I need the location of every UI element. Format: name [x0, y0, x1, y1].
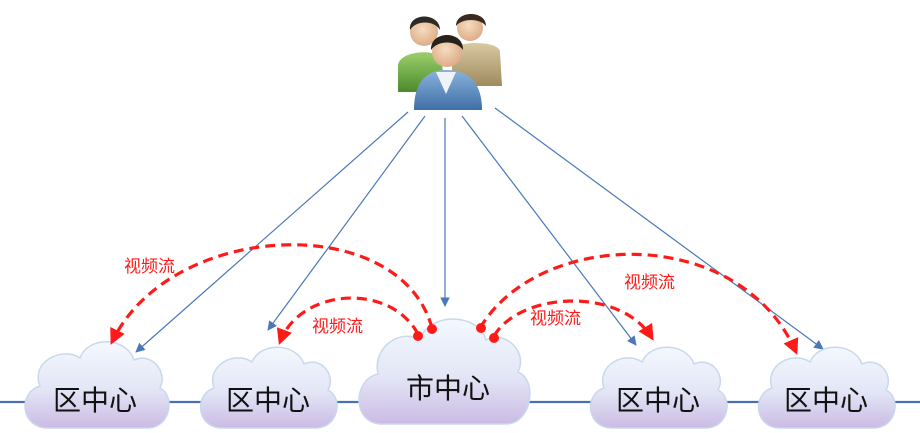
cloud-city[interactable]: 市中心 — [358, 318, 531, 425]
stream-arc-right-inner — [492, 299, 654, 341]
cloud-district-1[interactable]: 区中心 — [24, 341, 170, 429]
stream-arc-left-outer — [110, 243, 434, 345]
stream-label-right-outer: 视频流 — [624, 273, 675, 293]
request-arrow-district-2 — [267, 115, 426, 331]
stream-label-right-inner: 视频流 — [530, 309, 581, 329]
video-stream-arcs — [110, 243, 799, 355]
cloud-label-city: 市中心 — [406, 372, 490, 405]
stream-origin-dot — [489, 333, 499, 343]
cloud-district-4[interactable]: 区中心 — [757, 346, 896, 429]
stream-arc-left-inner — [276, 296, 420, 345]
cloud-label-district-1: 区中心 — [53, 384, 137, 417]
cloud-label-district-2: 区中心 — [226, 384, 310, 417]
request-arrow-district-3 — [461, 115, 637, 346]
cloud-label-district-3: 区中心 — [616, 384, 700, 417]
stream-origin-dot — [413, 331, 423, 341]
cloud-district-3[interactable]: 区中心 — [589, 346, 728, 429]
stream-origin-dots — [413, 323, 499, 343]
request-arrows — [135, 107, 824, 353]
stream-origin-dot — [476, 323, 486, 333]
stream-label-left-outer: 视频流 — [124, 257, 175, 277]
stream-label-left-inner: 视频流 — [312, 317, 363, 337]
cloud-district-2[interactable]: 区中心 — [199, 346, 338, 429]
stream-arc-right-outer — [478, 252, 799, 355]
request-arrow-district-1 — [135, 111, 409, 353]
cloud-label-district-4: 区中心 — [784, 384, 868, 417]
stream-origin-dot — [427, 324, 437, 334]
group-of-users-icon — [398, 14, 502, 110]
